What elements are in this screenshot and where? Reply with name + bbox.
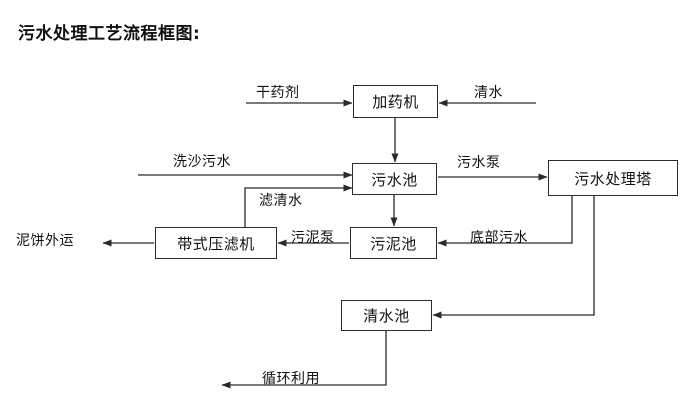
node-label: 加药机: [372, 93, 419, 111]
node-label: 污泥池: [370, 234, 417, 253]
node-label: 带式压滤机: [177, 234, 255, 253]
node-label: 污水池: [371, 170, 418, 189]
node-belt-filter-press[interactable]: 带式压滤机: [155, 227, 277, 259]
node-label: 清水池: [363, 307, 410, 325]
node-sewage-pool[interactable]: 污水池: [352, 163, 437, 195]
connector-filtrate-to-sewage-pool: [244, 184, 353, 227]
edge-label-bottom-sewage: 底部污水: [470, 230, 528, 246]
node-sludge-pool[interactable]: 污泥池: [350, 227, 437, 259]
edge-label-clean-water-in: 清水: [474, 85, 503, 101]
edge-label-sand-wash-sewage: 洗沙污水: [173, 154, 231, 170]
connector-tower-to-sludge-pool: [437, 196, 573, 247]
edge-label-recycle-use: 循环利用: [262, 371, 320, 387]
terminal-label-mud-cake-out: 泥饼外运: [16, 233, 74, 249]
edge-label-sludge-pump: 污泥泵: [291, 230, 335, 246]
node-clean-water-pool[interactable]: 清水池: [341, 300, 432, 331]
connector-tower-to-clean-water-pool: [432, 196, 595, 319]
connector-clean-water-pool-to-recycle: [221, 331, 387, 389]
node-treatment-tower[interactable]: 污水处理塔: [548, 160, 678, 196]
node-label: 污水处理塔: [574, 169, 652, 188]
edge-label-dry-reagent: 干药剂: [256, 85, 300, 101]
edge-label-sewage-pump: 污水泵: [457, 155, 501, 171]
edge-label-filtrate: 滤清水: [259, 193, 303, 209]
page-title: 污水处理工艺流程框图:: [18, 24, 201, 44]
node-dosing-machine[interactable]: 加药机: [353, 85, 438, 118]
